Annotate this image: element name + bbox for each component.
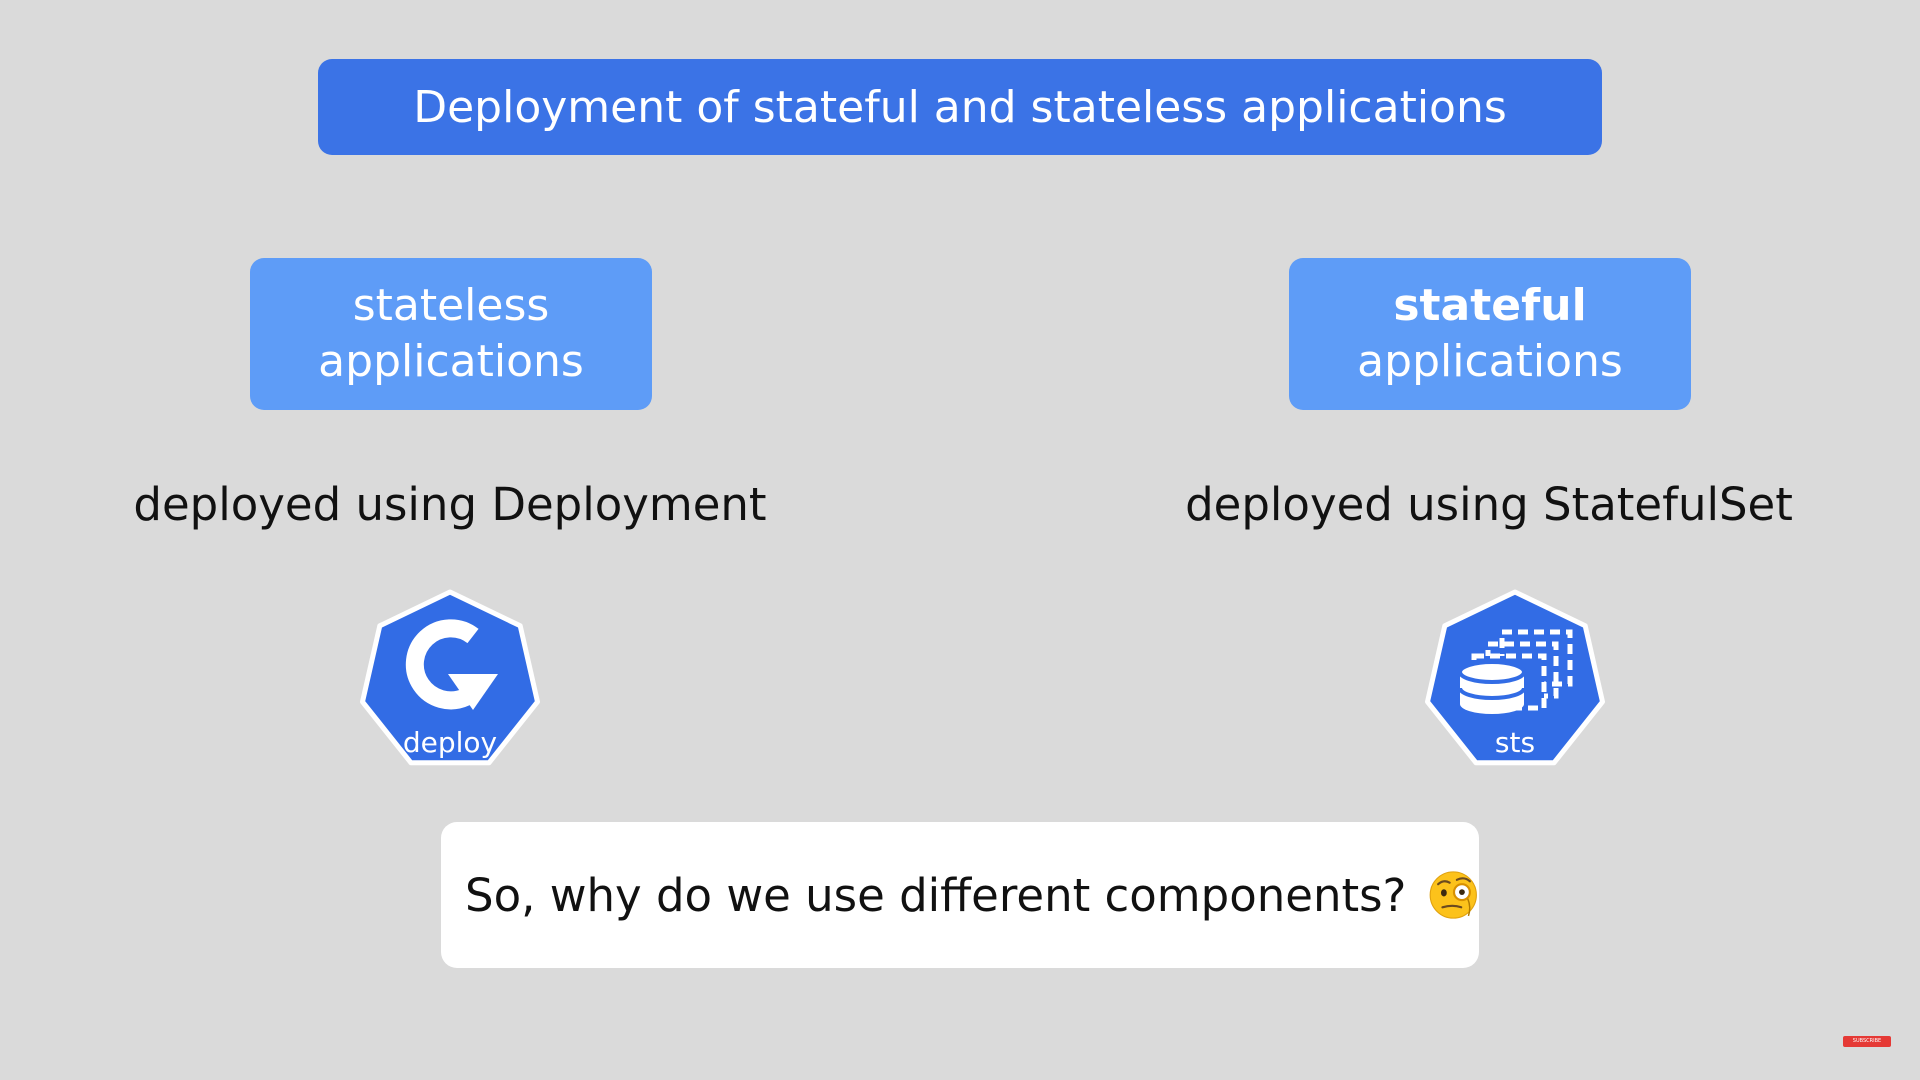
question-text: So, why do we use different components?: [465, 868, 1407, 922]
deploy-icon-label: deploy: [403, 726, 497, 759]
face-with-monocle-icon: [1430, 871, 1478, 919]
slide-title-text: Deployment of stateful and stateless app…: [413, 81, 1507, 133]
stateless-box-line1: stateless: [352, 280, 550, 331]
deployment-icon: deploy: [360, 589, 540, 766]
database-icon: [1458, 660, 1526, 714]
stateful-applications-box: stateful applications: [1289, 258, 1691, 410]
refresh-arrow-icon: [405, 619, 479, 710]
deployed-using-statefulset-text: deployed using StatefulSet: [1185, 478, 1793, 531]
subscribe-badge[interactable]: SUBSCRIBE: [1843, 1036, 1891, 1047]
sts-icon-label: sts: [1495, 726, 1535, 759]
stateful-box-line1: stateful: [1393, 280, 1587, 331]
slide-title: Deployment of stateful and stateless app…: [318, 59, 1602, 155]
statefulset-icon: sts: [1425, 589, 1605, 766]
stateless-applications-box: stateless applications: [250, 258, 652, 410]
deployed-using-deployment-text: deployed using Deployment: [133, 478, 767, 531]
question-box: So, why do we use different components?: [441, 822, 1479, 968]
stateful-box-line2: applications: [1357, 336, 1623, 387]
stateless-box-line2: applications: [318, 336, 584, 387]
